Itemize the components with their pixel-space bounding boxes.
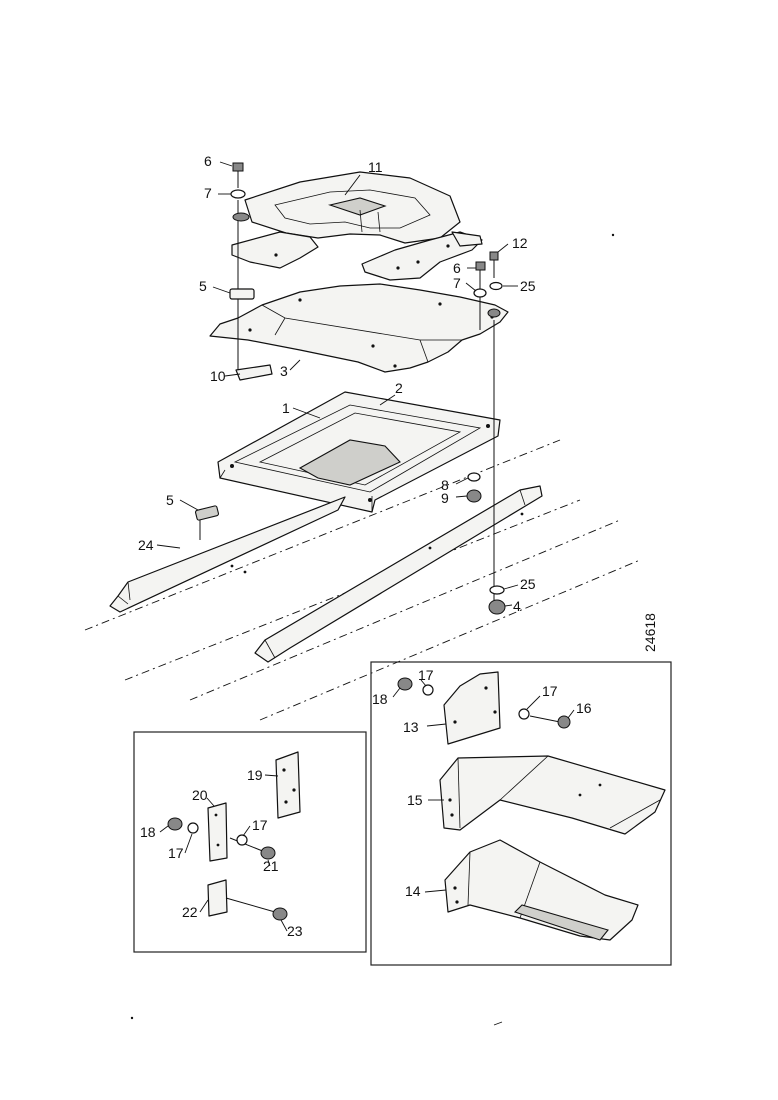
inset-left-parts [167, 751, 301, 921]
washer-nut-mid [466, 472, 482, 503]
callout-17: 17 [168, 845, 184, 861]
callout-11: 11 [368, 159, 383, 175]
inset-right-parts [397, 671, 666, 941]
callout-18: 18 [140, 824, 156, 840]
callouts-left-inset: 19 20 18 17 17 21 22 23 [140, 767, 303, 939]
callout-17: 17 [418, 667, 434, 683]
callout-7: 7 [204, 185, 212, 201]
callout-4: 4 [513, 598, 521, 614]
callout-1: 1 [282, 400, 290, 416]
leader-lines-right-inset [392, 679, 575, 893]
callout-3: 3 [280, 363, 288, 379]
callout-10: 10 [210, 368, 226, 384]
callouts-right-inset: 18 17 13 17 16 15 14 [372, 667, 592, 899]
washer-nut-bottom [488, 585, 506, 615]
callout-9: 9 [441, 490, 449, 506]
leader-lines-main [156, 161, 519, 607]
left-frame-rail [109, 496, 346, 613]
callout-12: 12 [512, 235, 528, 251]
bolt-right [473, 251, 503, 318]
callout-24: 24 [138, 537, 154, 553]
drawing-reference-number: 24618 [642, 613, 658, 652]
callout-15: 15 [407, 792, 423, 808]
callout-5: 5 [166, 492, 174, 508]
scan-specks [130, 233, 615, 1026]
right-frame-rail [254, 485, 543, 663]
callout-7: 7 [453, 275, 461, 291]
leader-lines-left-inset [159, 774, 288, 932]
callout-18: 18 [372, 691, 388, 707]
callout-5: 5 [199, 278, 207, 294]
inset-box-left [133, 731, 367, 953]
callout-23: 23 [287, 923, 303, 939]
clamp-pieces [194, 288, 273, 521]
callout-13: 13 [403, 719, 419, 735]
callouts-main: 6 7 11 12 6 7 25 5 10 3 1 2 5 24 8 9 25 … [138, 153, 536, 614]
callout-22: 22 [182, 904, 198, 920]
bolt-left [230, 162, 250, 222]
inset-box-right [370, 661, 672, 966]
callout-20: 20 [192, 787, 208, 803]
callout-17: 17 [542, 683, 558, 699]
chassis-centerlines [84, 439, 641, 721]
callout-19: 19 [247, 767, 263, 783]
callout-6: 6 [204, 153, 212, 169]
callout-6: 6 [453, 260, 461, 276]
fifth-wheel-coupling [231, 171, 483, 281]
callout-21: 21 [263, 858, 279, 874]
sub-frame [217, 391, 501, 513]
callout-25: 25 [520, 576, 536, 592]
mounting-plate [209, 283, 509, 373]
callout-16: 16 [576, 700, 592, 716]
callout-2: 2 [395, 380, 403, 396]
callout-17: 17 [252, 817, 268, 833]
callout-14: 14 [405, 883, 421, 899]
callout-8: 8 [441, 477, 449, 493]
callout-25: 25 [520, 278, 536, 294]
